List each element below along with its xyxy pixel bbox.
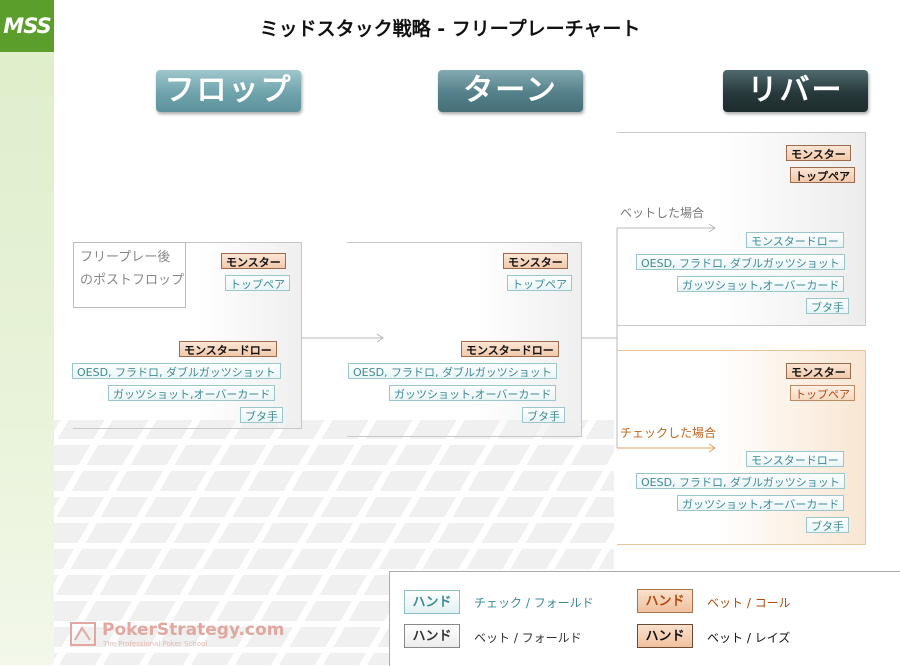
river-check-gutshot-tag: ガッツショット,オーバーカード	[677, 495, 845, 511]
legend-bet-fold-text: ベット / フォールド	[474, 631, 582, 645]
page-title: ミッドスタック戦略 - フリープレーチャート	[259, 18, 641, 40]
legend-bet-raise-text: ベット / レイズ	[707, 631, 791, 645]
turn-header: ターン	[438, 70, 583, 112]
turn-trash-tag: ブタ手	[522, 407, 565, 423]
legend-check-fold-text: チェック / フォールド	[474, 596, 594, 610]
note-line-1: フリープレー後	[80, 250, 171, 265]
flop-oesd-tag: OESD, フラドロ, ダブルガッツショット	[72, 363, 281, 379]
note-line-2: のポストフロップ	[80, 273, 185, 288]
legend: ハンド チェック / フォールド ハンド ベット / コール ハンド ベット /…	[389, 571, 900, 666]
river-check-label: チェックした場合	[620, 426, 717, 440]
turn-panel	[347, 242, 582, 437]
turn-gutshot-tag: ガッツショット,オーバーカード	[389, 385, 557, 401]
brand-name: PokerStrategy.com	[102, 620, 285, 640]
legend-bet-fold-box: ハンド	[404, 624, 460, 648]
river-header: リバー	[723, 70, 868, 112]
river-check-trash-tag: ブタ手	[806, 517, 849, 533]
river-bet-trash-tag: ブタ手	[806, 298, 849, 314]
river-check-toppair-tag: トップペア	[790, 385, 855, 401]
flop-monster-draw-tag: モンスタードロー	[179, 341, 277, 357]
flop-trash-tag: ブタ手	[240, 407, 283, 423]
river-check-monster-tag: モンスター	[786, 363, 851, 379]
river-bet-monster-draw-tag: モンスタードロー	[746, 232, 844, 248]
turn-monster-draw-tag: モンスタードロー	[461, 341, 559, 357]
river-check-oesd-tag: OESD, フラドロ, ダブルガッツショット	[636, 473, 845, 489]
river-check-panel	[617, 350, 866, 545]
legend-check-fold-box: ハンド	[404, 590, 460, 614]
flop-header: フロップ	[156, 70, 301, 112]
flop-gutshot-tag: ガッツショット,オーバーカード	[108, 385, 276, 401]
legend-bet-raise-box: ハンド	[637, 624, 693, 648]
left-sidebar-decoration	[0, 52, 54, 665]
river-check-monster-draw-tag: モンスタードロー	[746, 451, 844, 467]
river-bet-oesd-tag: OESD, フラドロ, ダブルガッツショット	[636, 254, 845, 270]
freeplay-note: フリープレー後 のポストフロップ	[73, 242, 186, 308]
river-bet-gutshot-tag: ガッツショット,オーバーカード	[677, 276, 845, 292]
brand-tagline: The Professional Poker School	[103, 640, 208, 648]
turn-monster-tag: モンスター	[503, 253, 568, 269]
river-bet-label: ベットした場合	[620, 206, 705, 220]
pokerstrategy-logo-icon	[70, 622, 96, 646]
turn-toppair-tag: トップペア	[507, 275, 572, 291]
legend-bet-call-box: ハンド	[637, 589, 693, 613]
flop-monster-tag: モンスター	[221, 253, 286, 269]
mss-logo: MSS	[0, 0, 54, 52]
river-bet-panel	[617, 132, 866, 326]
legend-bet-call-text: ベット / コール	[707, 596, 791, 610]
river-bet-toppair-tag: トップペア	[790, 167, 855, 183]
flop-toppair-tag: トップペア	[225, 275, 290, 291]
river-bet-monster-tag: モンスター	[786, 145, 851, 161]
turn-oesd-tag: OESD, フラドロ, ダブルガッツショット	[348, 363, 557, 379]
